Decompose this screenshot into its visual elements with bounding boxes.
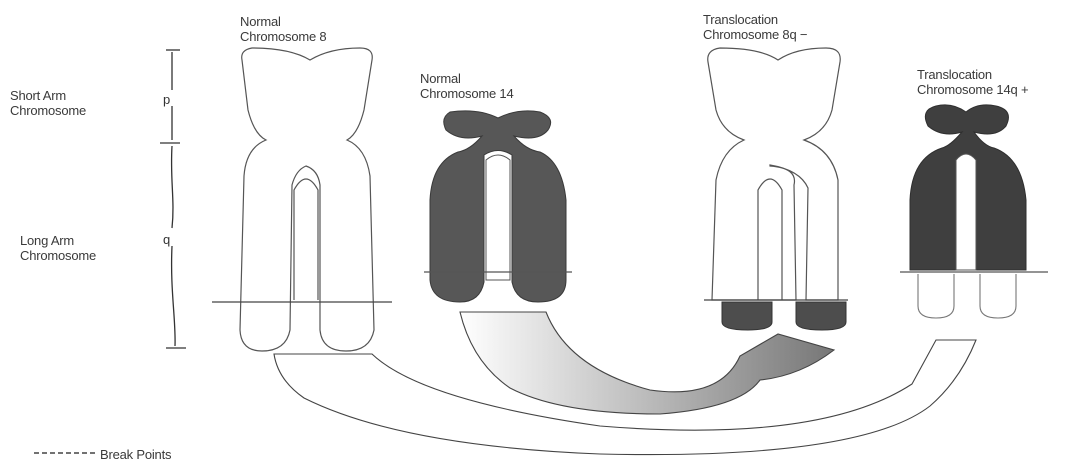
normal-chromosome-8: [240, 48, 374, 351]
label-p-arm: p: [163, 92, 170, 107]
normal-chromosome-14: [430, 111, 566, 302]
trans-14-tips: [918, 274, 1016, 318]
translocation-chromosome-8q: [708, 48, 840, 300]
trans-8-tips: [722, 302, 846, 330]
label-translocation-14q: Translocation Chromosome 14q +: [917, 67, 1028, 97]
label-normal-chromosome-8: Normal Chromosome 8: [240, 14, 326, 44]
label-q-arm: q: [163, 232, 170, 247]
label-normal-chromosome-14: Normal Chromosome 14: [420, 71, 514, 101]
translocation-chromosome-14q: [910, 105, 1026, 270]
label-translocation-8q: Translocation Chromosome 8q −: [703, 12, 807, 42]
legend-break-points: Break Points: [100, 447, 171, 462]
label-short-arm: Short Arm Chromosome: [10, 88, 86, 118]
arrow-14-to-8q: [460, 312, 834, 414]
label-long-arm: Long Arm Chromosome: [20, 233, 96, 263]
